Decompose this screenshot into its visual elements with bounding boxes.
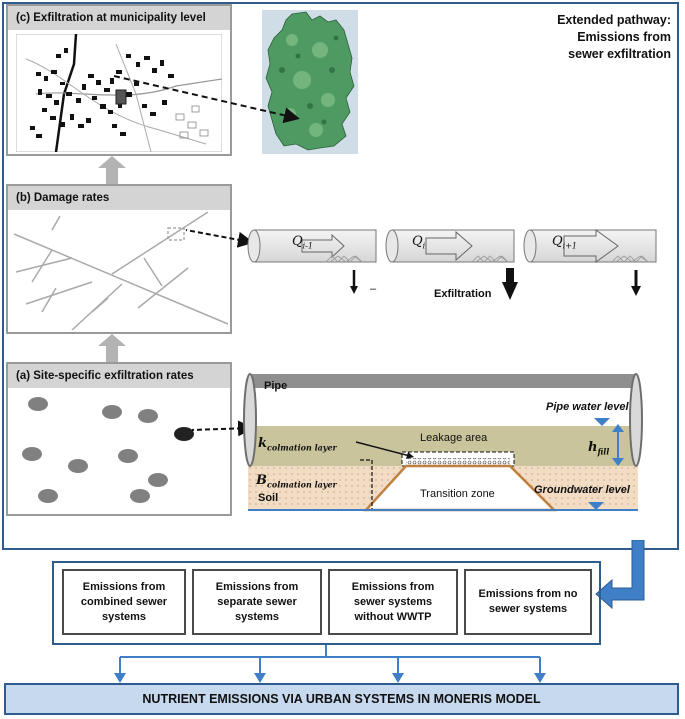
panel-a-title: (a) Site-specific exfiltration rates [8,364,230,388]
pipe-network [13,212,228,330]
panel-damage-rates: (b) Damage rates [6,184,232,334]
title-line-3: sewer exfiltration [568,47,671,61]
emission-box-no-sewer: Emissions from no sewer systems [464,569,592,635]
minus-sign: – [370,283,377,295]
pathway-to-emissions-arrow [595,540,645,610]
soil-label: Soil [258,492,279,504]
pipe-segment-current [385,229,518,300]
up-arrow-b-to-c [98,156,126,184]
municipality-to-germany-arrow [113,75,300,124]
pipe-label: Pipe [264,380,288,392]
q-current-label: Qi [412,234,426,251]
emissions-frame [52,561,601,645]
title-line-2: Emissions from [577,30,671,44]
emission-box-combined: Emissions from combined sewer systems [62,569,186,635]
nutrient-emissions-bar: NUTRIENT EMISSIONS VIA URBAN SYSTEMS IN … [4,683,679,715]
pipe-to-damage-arrow [185,229,252,248]
pipe-segment-prev [247,229,377,294]
pipe-water-level-label: Pipe water level [546,401,629,413]
groundwater-level-label: Groundwater level [534,484,630,496]
q-prev-label: Qi-1 [292,234,314,251]
pipe-segment-next [523,229,657,296]
b-colmation-label: Bcolmation layer [256,473,337,490]
extended-pathway-title: Extended pathway: Emissions from sewer e… [491,12,671,63]
leakage-area-label: Leakage area [420,432,488,444]
q-next-label: Qi+1 [552,234,578,251]
extended-pathway-frame [2,2,679,550]
panel-b-title: (b) Damage rates [8,186,230,210]
emissions-to-nutrient-arrows [114,645,546,683]
section-to-point-arrow [191,420,252,437]
pipe-cross-section [243,373,643,512]
emission-box-no-wwtp: Emissions from sewer systems without WWT… [328,569,458,635]
exfiltration-label: Exfiltration [434,288,492,300]
up-arrow-a-to-b [98,334,126,362]
k-colmation-label: kcolmation layer [258,436,337,453]
panel-site-specific-rates: (a) Site-specific exfiltration rates [6,362,232,516]
emission-box-separate: Emissions from separate sewer systems [192,569,322,635]
pipe-segments [247,229,657,300]
transition-zone-label: Transition zone [420,488,495,500]
title-line-1: Extended pathway: [557,13,671,27]
h-fill-label: hfill [588,440,610,457]
site-points [22,397,194,503]
panel-c-title: (c) Exfiltration at municipality level [8,6,230,30]
